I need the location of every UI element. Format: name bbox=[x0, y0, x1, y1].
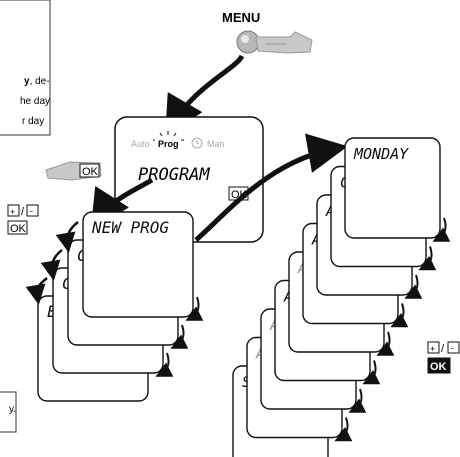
minus-key-right[interactable]: - bbox=[447, 341, 460, 354]
left-menu-step-arrow bbox=[25, 277, 48, 305]
svg-text:-: - bbox=[451, 343, 454, 353]
menu-button[interactable] bbox=[236, 30, 260, 54]
right-menu-card-label: MONDAY bbox=[353, 145, 409, 163]
arrow-menu-to-device bbox=[164, 54, 245, 137]
right-menu-step-arrow bbox=[418, 246, 437, 271]
note-bottom-line1: y. bbox=[9, 404, 16, 415]
right-menu-step-arrow bbox=[376, 331, 395, 356]
svg-text:OK: OK bbox=[10, 223, 27, 235]
note-box-bottom: y. bbox=[0, 391, 17, 433]
svg-text:OK: OK bbox=[82, 166, 99, 178]
blink-rays-icon bbox=[153, 131, 184, 141]
plus-key-right[interactable]: + bbox=[427, 341, 440, 354]
svg-text:y, de-: y, de- bbox=[24, 76, 50, 87]
right-menu-stack: STOREADD SUADD SAADD FRADD THADD WEADD T… bbox=[232, 137, 451, 457]
note-top-line1-bold: y bbox=[24, 76, 30, 87]
right-menu-card-monday[interactable]: MONDAY bbox=[344, 137, 451, 242]
left-menu-step-arrow bbox=[155, 352, 174, 377]
menu-label: MENU bbox=[222, 10, 260, 25]
left-menu-card-label: NEW PROG bbox=[91, 218, 169, 237]
right-menu-step-arrow bbox=[362, 360, 381, 385]
right-menu-step-arrow bbox=[390, 303, 409, 328]
right-menu-step-arrow bbox=[334, 417, 353, 442]
left-menu-step-arrow bbox=[55, 221, 79, 253]
left-menu-step-arrow bbox=[185, 296, 204, 321]
right-menu-step-arrow bbox=[432, 217, 451, 242]
right-menu-step-arrow bbox=[404, 274, 423, 299]
svg-text:+: + bbox=[10, 207, 15, 217]
note-box-top: y, de- he day r day bbox=[0, 0, 51, 136]
left-menu-stack: ENDCLEARCHECKNEW PROG bbox=[25, 211, 204, 402]
mode-man-label: Man bbox=[207, 139, 225, 149]
minus-key-left[interactable]: - bbox=[26, 204, 39, 217]
arrow-left-to-right-menu bbox=[194, 133, 348, 242]
device-display-text: PROGRAM bbox=[138, 165, 210, 185]
svg-text:/: / bbox=[441, 343, 445, 355]
ok-key-top[interactable]: OK bbox=[79, 163, 100, 178]
left-menu-step-arrow bbox=[170, 324, 189, 349]
mode-prog-label: Prog bbox=[158, 139, 179, 149]
note-top-line3: r day bbox=[22, 116, 44, 127]
note-top-line2: he day bbox=[20, 96, 50, 107]
left-menu-card-new-prog[interactable]: NEW PROG bbox=[82, 211, 204, 321]
ok-key-left[interactable]: OK bbox=[7, 220, 28, 235]
pointing-hand-icon bbox=[255, 31, 313, 54]
clock-icon bbox=[191, 137, 203, 149]
mode-auto-label: Auto bbox=[131, 139, 150, 149]
ok-key-right[interactable]: OK bbox=[427, 357, 451, 374]
right-menu-step-arrow bbox=[348, 388, 367, 413]
svg-text:+: + bbox=[430, 344, 435, 354]
note-top-line1-rest: , de- bbox=[30, 76, 50, 87]
svg-text:-: - bbox=[30, 206, 33, 216]
plus-key-left[interactable]: + bbox=[7, 204, 20, 217]
svg-text:/: / bbox=[21, 206, 25, 218]
left-menu-step-arrow bbox=[40, 249, 63, 281]
svg-text:OK: OK bbox=[430, 361, 447, 373]
